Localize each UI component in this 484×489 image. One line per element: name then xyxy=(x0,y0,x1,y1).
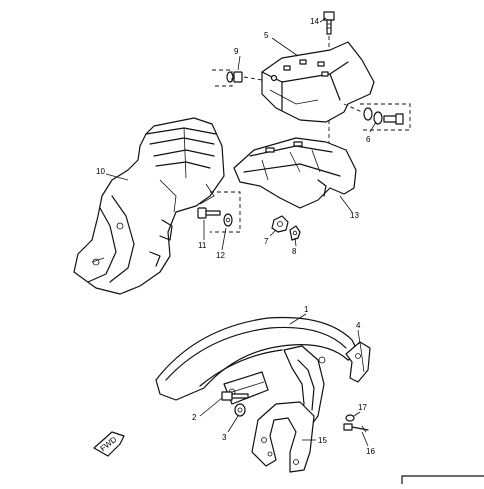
callout-11: 11 xyxy=(198,241,207,250)
callout-4: 4 xyxy=(356,321,361,330)
bolt-part-14 xyxy=(323,11,335,35)
page-corner-box xyxy=(401,475,484,485)
bolt-part-11 xyxy=(197,207,221,219)
callout-13: 13 xyxy=(350,211,359,220)
callout-2: 2 xyxy=(192,413,197,422)
bolt-washer-part-6 xyxy=(363,107,404,125)
callout-1: 1 xyxy=(304,305,309,314)
forward-arrow-icon xyxy=(93,431,125,457)
assembly-box-9 xyxy=(212,69,233,87)
callout-16: 16 xyxy=(366,447,375,456)
callout-5: 5 xyxy=(264,31,269,40)
assembly-box-6 xyxy=(360,103,411,131)
bolt-part-2 xyxy=(221,391,249,401)
callout-6: 6 xyxy=(366,135,371,144)
callout-8: 8 xyxy=(292,247,297,256)
leader-lines xyxy=(105,17,377,447)
rear-fender-part-13 xyxy=(233,137,357,209)
inner-fender-part-10 xyxy=(73,117,225,295)
nut-part-9 xyxy=(226,71,243,83)
nut-part-12 xyxy=(223,213,233,227)
callout-3: 3 xyxy=(222,433,227,442)
nut-part-8 xyxy=(289,225,301,241)
callout-7: 7 xyxy=(264,237,269,246)
callout-9: 9 xyxy=(234,47,239,56)
callout-12: 12 xyxy=(216,251,225,260)
callout-labels: 14 5 9 6 10 13 7 8 11 12 1 4 2 3 15 17 1… xyxy=(96,17,375,456)
clip-part-16 xyxy=(343,423,369,433)
front-fender-part-1 xyxy=(155,316,361,433)
nut-part-7 xyxy=(271,215,289,233)
washer-part-17 xyxy=(345,414,355,422)
nut-part-3 xyxy=(234,403,246,417)
callout-15: 15 xyxy=(318,436,327,445)
callout-14: 14 xyxy=(310,17,319,26)
rear-bracket-part-5 xyxy=(261,41,375,123)
callout-17: 17 xyxy=(358,403,367,412)
bracket-part-4 xyxy=(345,341,371,383)
callout-10: 10 xyxy=(96,167,105,176)
fender-stay-part-15 xyxy=(251,401,315,473)
